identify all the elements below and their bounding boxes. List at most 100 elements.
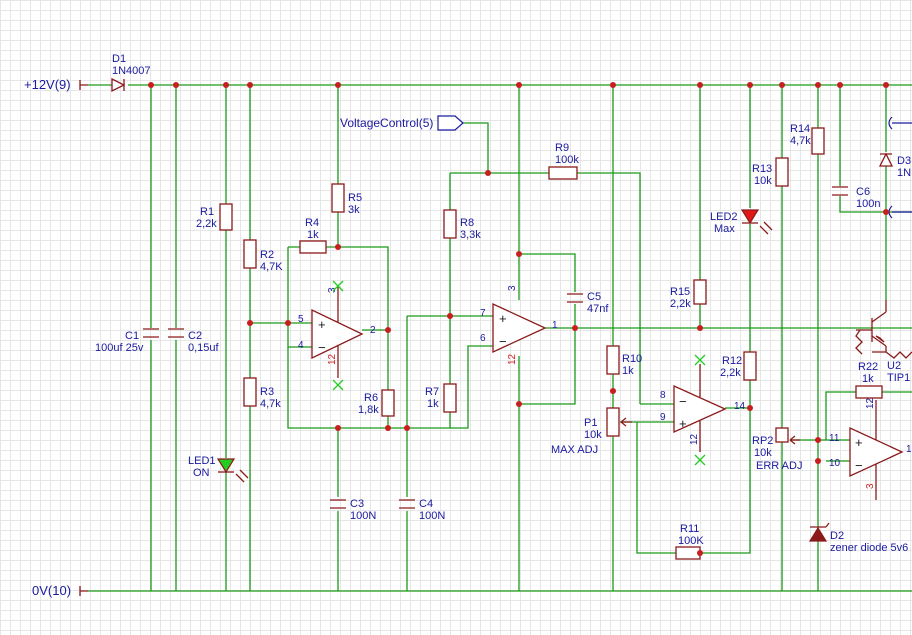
opamp2-pin12: 12: [507, 353, 518, 365]
svg-text:+: +: [679, 416, 687, 431]
opamp-u1c[interactable]: − + 8 9 14 12: [660, 354, 746, 466]
led1-ref: LED1: [188, 455, 216, 467]
r8-value: 3,3k: [460, 229, 481, 241]
potentiometer-p1[interactable]: P1 10k MAX ADJ: [551, 407, 632, 456]
resistor-r5[interactable]: R5 3k: [331, 183, 362, 216]
opamp-u1a[interactable]: + − 5 4 2 3 12: [298, 280, 376, 391]
offpage-port-mid: [888, 205, 912, 219]
d1-value: 1N4007: [112, 65, 151, 77]
led1-value: ON: [193, 467, 210, 479]
zener-diode-d2[interactable]: D2 zener diode 5v6: [808, 522, 908, 554]
capacitor-c1[interactable]: C1 100uf 25v: [95, 328, 159, 354]
potentiometer-rp2[interactable]: RP2 10k ERR ADJ: [752, 427, 802, 472]
opamp4-pin10: 10: [829, 458, 841, 469]
max-adj-note: MAX ADJ: [551, 444, 598, 456]
diode-d3[interactable]: D3 1N: [878, 152, 911, 179]
r13-ref: R13: [752, 163, 772, 175]
err-adj-note: ERR ADJ: [756, 460, 802, 472]
svg-text:−: −: [679, 394, 687, 409]
resistor-r3[interactable]: R3 4,7k: [243, 377, 281, 410]
r5-ref: R5: [348, 192, 362, 204]
opamp2-pin1: 1: [552, 320, 558, 331]
resistor-r10[interactable]: R10 1k: [606, 345, 642, 377]
svg-text:+: +: [855, 435, 863, 450]
resistor-r13[interactable]: R13 10k: [752, 157, 789, 187]
r7-ref: R7: [425, 386, 439, 398]
c3-ref: C3: [350, 498, 364, 510]
opamp1-pin12: 12: [327, 353, 338, 365]
c1-value: 100uf 25v: [95, 342, 144, 354]
resistor-r4[interactable]: R4 1k: [299, 217, 327, 254]
r9-ref: R9: [555, 142, 569, 154]
opamp3-pin14: 14: [734, 401, 746, 412]
svg-text:+: +: [499, 311, 507, 326]
r14-ref: R14: [790, 123, 810, 135]
vcc-port-symbol: [79, 80, 88, 90]
r15-ref: R15: [670, 286, 690, 298]
p1-ref: P1: [584, 417, 597, 429]
r1-value: 2,2k: [196, 218, 217, 230]
c4-value: 100N: [419, 510, 445, 522]
resistor-r15[interactable]: R15 2,2k: [670, 279, 707, 310]
p1-value: 10k: [584, 429, 602, 441]
resistor-r8[interactable]: R8 3,3k: [443, 209, 481, 241]
rp2-value: 10k: [754, 447, 772, 459]
capacitor-c4[interactable]: C4 100N: [399, 498, 445, 522]
nc-mark-1: [332, 280, 344, 292]
c2-ref: C2: [188, 330, 202, 342]
r12-ref: R12: [722, 355, 742, 367]
d3-ref: D3: [897, 155, 911, 167]
opamp1-pin3: 3: [327, 287, 338, 293]
r9-value: 100k: [555, 154, 579, 166]
rp2-ref: RP2: [752, 435, 773, 447]
capacitor-c6[interactable]: C6 100n: [832, 186, 880, 210]
opamp-u1d[interactable]: + − 11 10 1 12 3: [829, 397, 912, 500]
diode-d1[interactable]: D1 1N4007: [111, 53, 151, 93]
resistor-r6[interactable]: R6 1,8k: [358, 389, 395, 417]
r3-ref: R3: [260, 386, 274, 398]
transistor-u2[interactable]: U2 TIP1: [855, 300, 912, 384]
resistor-r14[interactable]: R14 4,7k: [790, 123, 825, 155]
opamp1-pin4: 4: [298, 340, 304, 351]
c2-value: 0,15uf: [188, 342, 220, 354]
svg-text:−: −: [318, 340, 326, 355]
nc-mark-2: [332, 379, 344, 391]
c4-ref: C4: [419, 498, 433, 510]
opamp1-pin2: 2: [370, 325, 376, 336]
capacitor-c3[interactable]: C3 100N: [330, 498, 376, 522]
r4-ref: R4: [305, 217, 319, 229]
u2-value: TIP1: [887, 372, 910, 384]
c1-ref: C1: [125, 330, 139, 342]
r10-ref: R10: [622, 353, 642, 365]
r10-value: 1k: [622, 365, 634, 377]
resistor-r2[interactable]: R2 4,7K: [243, 239, 283, 273]
opamp4-pin1: 1: [906, 444, 912, 455]
opamp3-pin12: 12: [689, 433, 700, 445]
resistor-r1[interactable]: R1 2,2k: [196, 203, 233, 231]
led-led1[interactable]: LED1 ON: [188, 455, 249, 483]
opamp2-pin7: 7: [480, 308, 486, 319]
svg-text:−: −: [499, 334, 507, 349]
r5-value: 3k: [348, 204, 360, 216]
c6-value: 100n: [856, 198, 880, 210]
r6-ref: R6: [364, 392, 378, 404]
r6-value: 1,8k: [358, 404, 379, 416]
d2-value: zener diode 5v6: [830, 542, 908, 554]
u2-ref: U2: [887, 360, 901, 372]
opamp3-pin8: 8: [660, 390, 666, 401]
r1-ref: R1: [200, 206, 214, 218]
r22-value: 1k: [862, 373, 874, 385]
net-label-gnd: 0V(10): [32, 583, 71, 598]
led2-value: Max: [714, 223, 735, 235]
resistor-r12[interactable]: R12 2,2k: [720, 351, 757, 381]
resistor-r22[interactable]: R22 1k: [855, 361, 883, 399]
resistor-r9[interactable]: R9 100k: [548, 142, 579, 180]
led-led2[interactable]: LED2 Max: [710, 209, 773, 235]
capacitor-c2[interactable]: C2 0,15uf: [168, 328, 220, 354]
d3-value: 1N: [897, 167, 911, 179]
resistor-r7[interactable]: R7 1k: [425, 383, 457, 413]
capacitor-c5[interactable]: C5 47nf: [567, 291, 609, 315]
net-label-voltage-control: VoltageControl(5): [340, 116, 433, 130]
opamp-u1b[interactable]: + − 7 6 1 3 12: [480, 285, 558, 365]
